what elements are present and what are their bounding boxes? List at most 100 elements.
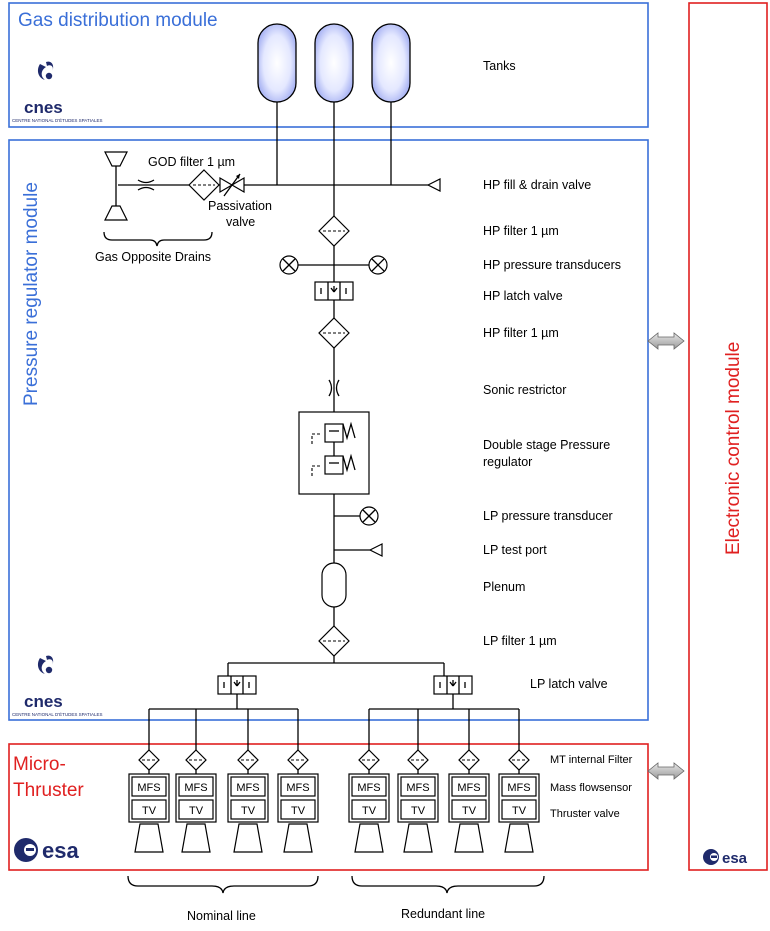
- svg-text:cnes: cnes: [24, 98, 63, 117]
- mfs-label: MFS: [507, 782, 530, 794]
- cnes-logo: cnes CENTRE NATIONAL D'ÉTUDES SPATIALES: [12, 61, 102, 123]
- passivation-valve-symbol: [219, 173, 245, 197]
- nominal-line-label: Nominal line: [187, 909, 256, 923]
- thruster-valve-box: [351, 799, 387, 820]
- tanks-label: Tanks: [483, 59, 516, 73]
- double-arrow-icon: [647, 332, 685, 350]
- tv-label: TV: [411, 805, 426, 817]
- drain-restrictor-symbol: [137, 179, 155, 191]
- lp-latch-valve-symbol: [217, 675, 257, 695]
- mfs-label: MFS: [357, 782, 380, 794]
- double-arrow-icon: [647, 762, 685, 780]
- micro-thruster-unit: MFS TV: [128, 709, 170, 853]
- passivation-valve-label-line1: Passivation: [208, 199, 272, 213]
- hp-pressure-transducer-symbol: [279, 255, 299, 275]
- mfs-label: MFS: [137, 782, 160, 794]
- plenum-symbol: [321, 562, 347, 608]
- tank: [314, 23, 354, 103]
- lp-filter-label: LP filter 1 µm: [483, 634, 557, 648]
- lp-test-port-symbol: [369, 543, 383, 557]
- tv-label: TV: [291, 805, 306, 817]
- thruster-valve-box: [131, 799, 167, 820]
- passivation-valve-label-line2: valve: [226, 215, 255, 229]
- micro-thruster-module-frame: [8, 743, 649, 871]
- mass-flow-sensor-box: [230, 776, 266, 797]
- mass-flow-sensor-box: [501, 776, 537, 797]
- nominal-line-bracket: [127, 875, 319, 894]
- svg-text:esa: esa: [722, 850, 748, 867]
- gas-opposite-drain-nozzle: [104, 151, 128, 167]
- double-stage-pressure-regulator-symbol: [298, 411, 370, 495]
- gas-opposite-drain-nozzle: [104, 205, 128, 221]
- lp-pressure-transducer-symbol: [359, 506, 379, 526]
- mfs-label: MFS: [406, 782, 429, 794]
- pressure-regulator-module-title: Pressure regulator module: [21, 182, 42, 406]
- thruster-valve-box: [230, 799, 266, 820]
- cnes-logo: cnes CENTRE NATIONAL D'ÉTUDES SPATIALES: [12, 655, 102, 717]
- thruster-nozzle: [233, 823, 263, 853]
- thruster-valve-box: [178, 799, 214, 820]
- micro-thruster-title-line2: Thruster: [13, 780, 84, 801]
- hp-pressure-transducer-symbol: [368, 255, 388, 275]
- svg-text:esa: esa: [42, 838, 79, 863]
- mt-internal-filter-symbol: [237, 749, 259, 771]
- mass-flow-sensor-box: [351, 776, 387, 797]
- electronic-control-module-frame: [688, 2, 768, 871]
- mfs-label: MFS: [236, 782, 259, 794]
- micro-thruster-title-line1: Micro-: [13, 754, 66, 775]
- lp-filter-symbol: [318, 625, 350, 657]
- hp-fill-drain-valve-symbol: [427, 178, 441, 192]
- hp-latch-valve-label: HP latch valve: [483, 289, 563, 303]
- thruster-valve-box: [280, 799, 316, 820]
- double-stage-regulator-label-line1: Double stage Pressure: [483, 438, 610, 452]
- mass-flowsensor-label: Mass flowsensor: [550, 782, 632, 794]
- lp-latch-valve-label: LP latch valve: [530, 677, 608, 691]
- lp-pressure-transducer-label: LP pressure transducer: [483, 509, 613, 523]
- svg-text:CENTRE NATIONAL D'ÉTUDES SPATI: CENTRE NATIONAL D'ÉTUDES SPATIALES: [12, 711, 102, 717]
- tv-label: TV: [189, 805, 204, 817]
- god-filter-symbol: [188, 169, 220, 201]
- hp-filter-2-symbol: [318, 317, 350, 349]
- gas-opposite-drains-bracket: [103, 231, 213, 247]
- tank: [257, 23, 297, 103]
- svg-text:cnes: cnes: [24, 692, 63, 711]
- thruster-nozzle: [181, 823, 211, 853]
- tv-label: TV: [512, 805, 527, 817]
- mass-flow-sensor-box: [131, 776, 167, 797]
- micro-thruster-unit: MFS TV: [498, 709, 540, 853]
- mt-internal-filter-symbol: [287, 749, 309, 771]
- gas-opposite-drains-label: Gas Opposite Drains: [95, 250, 211, 264]
- tv-label: TV: [462, 805, 477, 817]
- thruster-nozzle: [504, 823, 534, 853]
- thruster-nozzle: [454, 823, 484, 853]
- mt-internal-filter-symbol: [185, 749, 207, 771]
- hp-filter-1-label: HP filter 1 µm: [483, 224, 559, 238]
- svg-text:CENTRE NATIONAL D'ÉTUDES SPATI: CENTRE NATIONAL D'ÉTUDES SPATIALES: [12, 117, 102, 123]
- hp-latch-valve-symbol: [314, 281, 354, 301]
- thruster-nozzle: [283, 823, 313, 853]
- mass-flow-sensor-box: [280, 776, 316, 797]
- sonic-restrictor-label: Sonic restrictor: [483, 383, 566, 397]
- redundant-line-label: Redundant line: [401, 907, 485, 921]
- micro-thruster-unit: MFS TV: [397, 709, 439, 853]
- esa-logo: esa: [14, 838, 79, 863]
- tv-label: TV: [362, 805, 377, 817]
- god-filter-label: GOD filter 1 µm: [148, 155, 235, 169]
- double-stage-regulator-label-line2: regulator: [483, 455, 532, 469]
- redundant-line-bracket: [351, 875, 545, 894]
- micro-thruster-unit: MFS TV: [348, 709, 390, 853]
- sonic-restrictor-symbol: [328, 379, 340, 397]
- plenum-label: Plenum: [483, 580, 525, 594]
- thruster-valve-box: [400, 799, 436, 820]
- thruster-valve-box: [501, 799, 537, 820]
- thruster-nozzle: [134, 823, 164, 853]
- mt-internal-filter-symbol: [458, 749, 480, 771]
- mass-flow-sensor-box: [451, 776, 487, 797]
- mt-internal-filter-label: MT internal Filter: [550, 754, 633, 766]
- tv-label: TV: [142, 805, 157, 817]
- thruster-valve-box: [451, 799, 487, 820]
